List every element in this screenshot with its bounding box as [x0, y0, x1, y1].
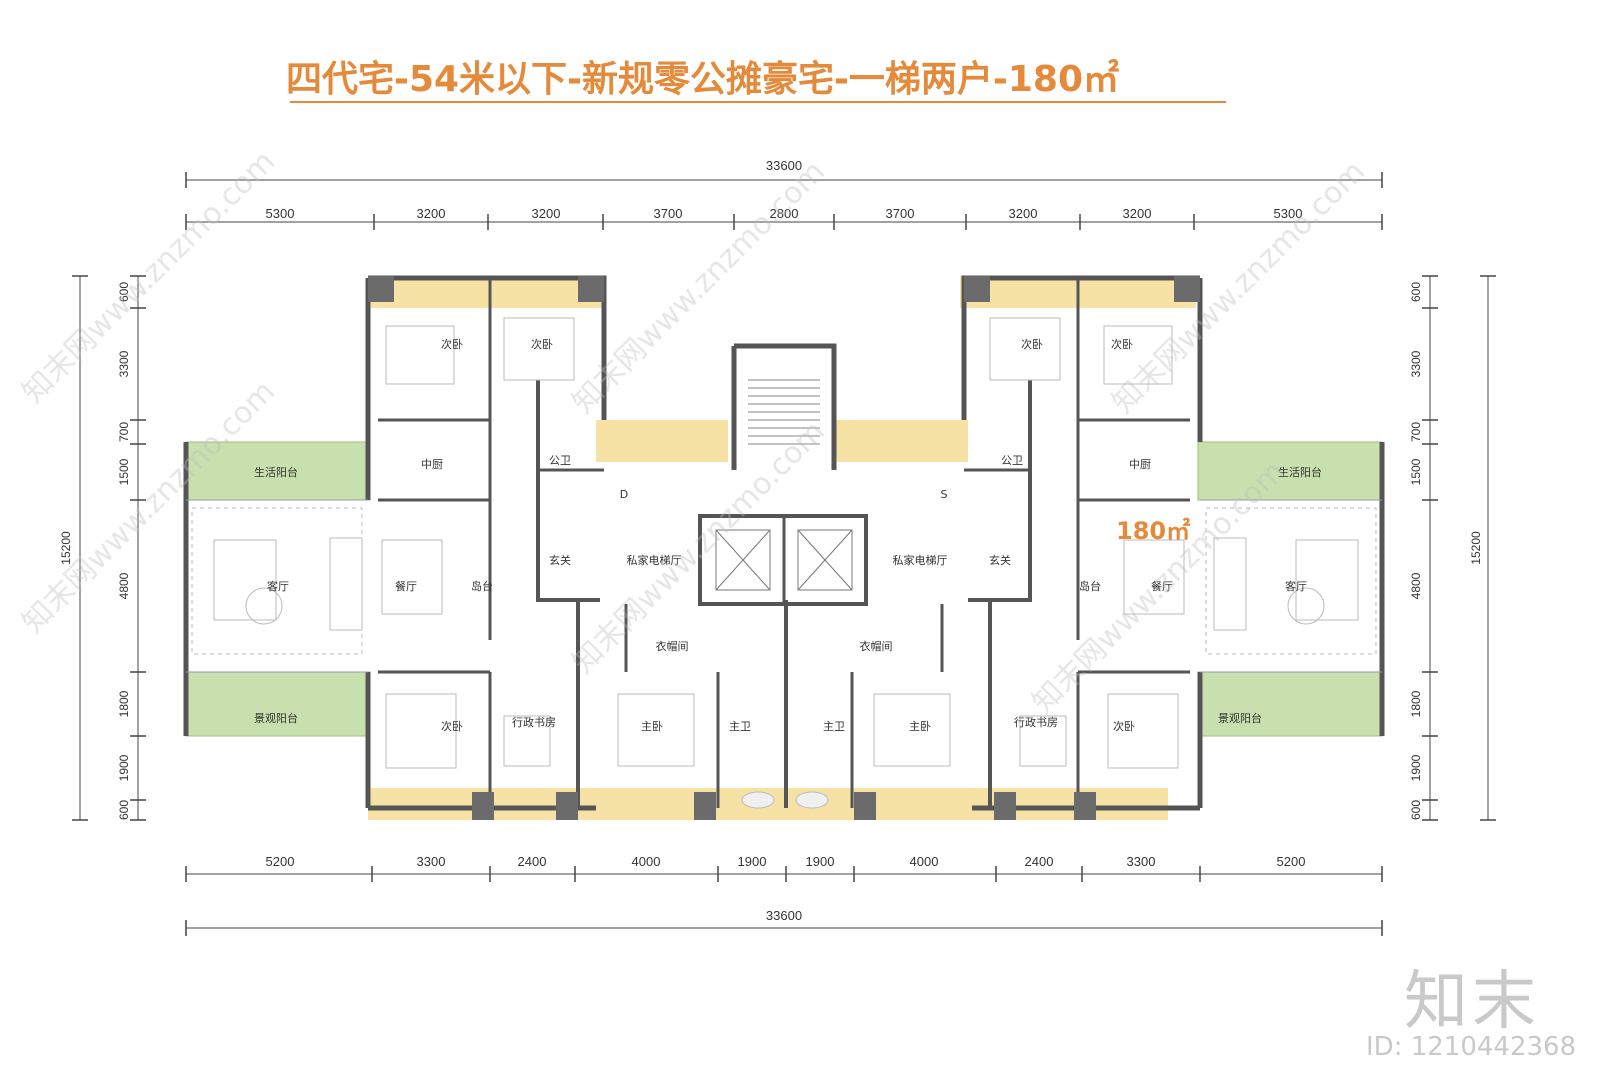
dimension-ticks — [72, 172, 1496, 936]
room-label: 衣帽间 — [860, 639, 893, 653]
room-label: 次卧 — [441, 719, 463, 733]
room-label: 餐厅 — [395, 579, 417, 593]
dim-left-seg: 1500 — [117, 458, 131, 485]
dim-right-seg: 1500 — [1409, 458, 1423, 485]
dim-right-seg: 4800 — [1409, 572, 1423, 599]
room-label: 餐厅 — [1151, 579, 1173, 593]
room-label: 私家电梯厅 — [893, 553, 948, 567]
dim-top-seg: 3200 — [1009, 206, 1038, 221]
dim-right-seg: 600 — [1409, 282, 1423, 302]
dim-top-seg: 3700 — [654, 206, 683, 221]
room-label: 次卧 — [531, 337, 553, 351]
room-label: 次卧 — [1021, 337, 1043, 351]
dim-right-seg: 700 — [1409, 422, 1423, 442]
room-label: 行政书房 — [1014, 715, 1058, 729]
dim-left-seg: 600 — [117, 800, 131, 820]
dim-bottom-seg: 3300 — [1127, 854, 1156, 869]
dim-bottom-total: 33600 — [766, 908, 802, 923]
title-underline — [290, 101, 1226, 103]
room-label: 生活阳台 — [254, 465, 298, 479]
room-label: 岛台 — [1079, 579, 1101, 593]
dim-top-seg: 3200 — [1123, 206, 1152, 221]
dim-top-seg: 5300 — [266, 206, 295, 221]
area-label: 180㎡ — [1116, 517, 1191, 545]
room-label: 次卧 — [441, 337, 463, 351]
room-label: 行政书房 — [512, 715, 556, 729]
dim-bottom-seg: 4000 — [632, 854, 661, 869]
room-label: 私家电梯厅 — [627, 553, 682, 567]
room-label: 中厨 — [1129, 458, 1151, 471]
dimension-labels-left: 600 3300 700 1500 4800 1800 1900 600 152… — [59, 282, 1483, 820]
dim-bottom-seg: 3300 — [417, 854, 446, 869]
dim-top-seg: 3200 — [532, 206, 561, 221]
room-label: 公卫 — [1001, 454, 1023, 467]
brand-logo-text: 知末 — [1404, 965, 1540, 1039]
dim-top-seg: 5300 — [1274, 206, 1303, 221]
room-label: 衣帽间 — [656, 639, 689, 653]
page-title: 四代宅-54米以下-新规零公摊豪宅-一梯两户-180㎡ — [286, 59, 1120, 100]
dim-top-total: 33600 — [766, 158, 802, 173]
dim-top-seg: 3200 — [417, 206, 446, 221]
dim-left-seg: 1800 — [117, 690, 131, 717]
room-label: 玄关 — [989, 553, 1011, 567]
room-label: 中厨 — [421, 458, 443, 471]
room-label: 主卧 — [909, 720, 931, 733]
dim-right-seg: 1800 — [1409, 690, 1423, 717]
dimension-lines — [79, 179, 1489, 929]
room-label: 生活阳台 — [1278, 465, 1322, 479]
room-label: 主卫 — [729, 720, 751, 733]
dim-left-seg: 600 — [117, 282, 131, 302]
room-label: 次卧 — [1111, 337, 1133, 351]
dim-bottom-seg: 2400 — [1025, 854, 1054, 869]
dim-top-seg: 3700 — [886, 206, 915, 221]
room-label: S — [941, 488, 948, 501]
dim-left-seg: 1900 — [117, 754, 131, 781]
dim-right-seg: 3300 — [1409, 350, 1423, 377]
room-label: 公卫 — [549, 454, 571, 467]
dim-bottom-seg: 2400 — [518, 854, 547, 869]
room-label: 玄关 — [549, 553, 571, 567]
room-labels: 次卧 次卧 中厨 公卫 生活阳台 客厅 餐厅 岛台 玄关 私家电梯厅 衣帽间 景… — [254, 337, 1322, 733]
dim-bottom-seg: 1900 — [738, 854, 767, 869]
room-label: 客厅 — [1285, 579, 1307, 593]
dim-bottom-seg: 5200 — [266, 854, 295, 869]
stair-treads — [748, 379, 820, 445]
dim-right-seg: 1900 — [1409, 754, 1423, 781]
dim-top-seg: 2800 — [770, 206, 799, 221]
room-label: 景观阳台 — [1218, 711, 1262, 725]
dim-left-seg: 700 — [117, 422, 131, 442]
dim-right-seg: 600 — [1409, 800, 1423, 820]
dim-left-total: 15200 — [59, 531, 73, 565]
dimension-labels: 33600 5300 3200 3200 3700 2800 3700 3200… — [266, 158, 1306, 923]
room-label: D — [620, 488, 628, 501]
furniture — [191, 317, 1377, 809]
dim-bottom-seg: 4000 — [910, 854, 939, 869]
structural-columns — [368, 276, 1200, 820]
room-label: 岛台 — [471, 579, 493, 593]
dim-right-total: 15200 — [1469, 531, 1483, 565]
room-label: 客厅 — [267, 579, 289, 593]
dim-left-seg: 3300 — [117, 350, 131, 377]
dim-left-seg: 4800 — [117, 572, 131, 599]
room-label: 主卧 — [641, 720, 663, 733]
elevator-cars — [715, 529, 853, 591]
yellow-terrace-zones — [368, 276, 1196, 820]
room-label: 次卧 — [1113, 719, 1135, 733]
image-id: ID: 1210442368 — [1366, 1032, 1577, 1062]
room-label: 主卫 — [823, 720, 845, 733]
dim-bottom-seg: 1900 — [806, 854, 835, 869]
room-label: 景观阳台 — [254, 711, 298, 725]
dim-bottom-seg: 5200 — [1277, 854, 1306, 869]
